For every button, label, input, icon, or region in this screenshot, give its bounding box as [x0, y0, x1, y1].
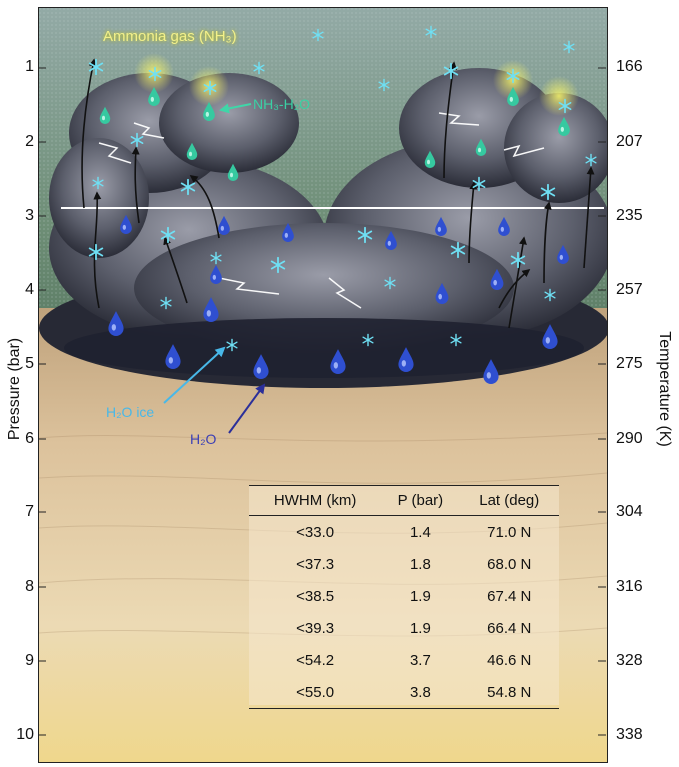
table-cell: <55.0 — [249, 676, 382, 709]
temperature-tick: 338 — [616, 726, 643, 743]
table-cell: 46.6 N — [487, 651, 532, 669]
pressure-tick: 10 — [16, 726, 34, 743]
column-header-pressure: P (bar) — [381, 485, 460, 516]
storm-cloud — [39, 68, 607, 388]
table-row: <33.0 1.4 71.0 N — [249, 516, 559, 549]
table-cell: 67.4 N — [487, 587, 532, 605]
temperature-tick: 328 — [616, 652, 643, 669]
table-cell: 1.4 — [409, 523, 431, 541]
table-cell: <54.2 — [296, 651, 335, 669]
table-cell: 1.8 — [409, 555, 431, 573]
pressure-tick: 9 — [25, 652, 34, 669]
table-cell: 71.0 N — [487, 523, 532, 541]
table-row: <39.3 1.9 66.4 N — [249, 612, 559, 644]
pressure-tick: 8 — [25, 578, 34, 595]
table-cell: 1.9 — [409, 587, 431, 605]
h2o-pointer — [228, 383, 266, 434]
table-cell: 54.8 N — [459, 676, 559, 709]
table-cell: <38.5 — [296, 587, 335, 605]
table-cell: <33.0 — [296, 523, 335, 541]
temperature-tick: 304 — [616, 503, 643, 520]
temperature-tick: 275 — [616, 355, 643, 372]
temperature-tick: 290 — [616, 430, 643, 447]
temperature-tick: 207 — [616, 133, 643, 150]
temperature-tick: 257 — [616, 281, 643, 298]
pressure-tick: 4 — [25, 281, 34, 298]
temperature-tick: 235 — [616, 207, 643, 224]
h2o-label: H₂O — [190, 431, 217, 447]
pressure-tick: 2 — [25, 133, 34, 150]
h2o-ice-pointer — [163, 346, 226, 404]
nh3-h2o-pointer — [219, 103, 252, 114]
pressure-tick: 7 — [25, 503, 34, 520]
table-cell: 68.0 N — [487, 555, 532, 573]
results-table: HWHM (km) P (bar) Lat (deg) <33.0 1.4 71… — [249, 485, 559, 709]
table-cell: <37.3 — [296, 555, 335, 573]
table-cell: 1.9 — [409, 619, 431, 637]
h2o-ice-label: H₂O ice — [106, 404, 155, 420]
table-cell: 3.8 — [381, 676, 460, 709]
ammonia-gas-label: Ammonia gas (NH₃) — [103, 28, 237, 45]
table-cell: <39.3 — [296, 619, 335, 637]
table-row: <38.5 1.9 67.4 N — [249, 580, 559, 612]
table-row: <55.0 3.8 54.8 N — [249, 676, 559, 709]
lightning-bolts — [98, 112, 545, 309]
pressure-tick: 1 — [25, 58, 34, 75]
table-row: <54.2 3.7 46.6 N — [249, 644, 559, 676]
table-cell: 66.4 N — [487, 619, 532, 637]
temperature-tick: 316 — [616, 578, 643, 595]
pressure-tick: 5 — [25, 355, 34, 372]
pressure-tick: 3 — [25, 207, 34, 224]
nh3-h2o-label: NH₃-H₂O — [253, 96, 311, 112]
column-header-hwhm: HWHM (km) — [249, 485, 382, 516]
updraft-arrows — [81, 58, 595, 329]
pressure-tick: 6 — [25, 430, 34, 447]
column-header-latitude: Lat (deg) — [459, 485, 559, 516]
table-row: <37.3 1.8 68.0 N — [249, 548, 559, 580]
temperature-tick: 166 — [616, 58, 643, 75]
table-cell: 3.7 — [409, 651, 431, 669]
